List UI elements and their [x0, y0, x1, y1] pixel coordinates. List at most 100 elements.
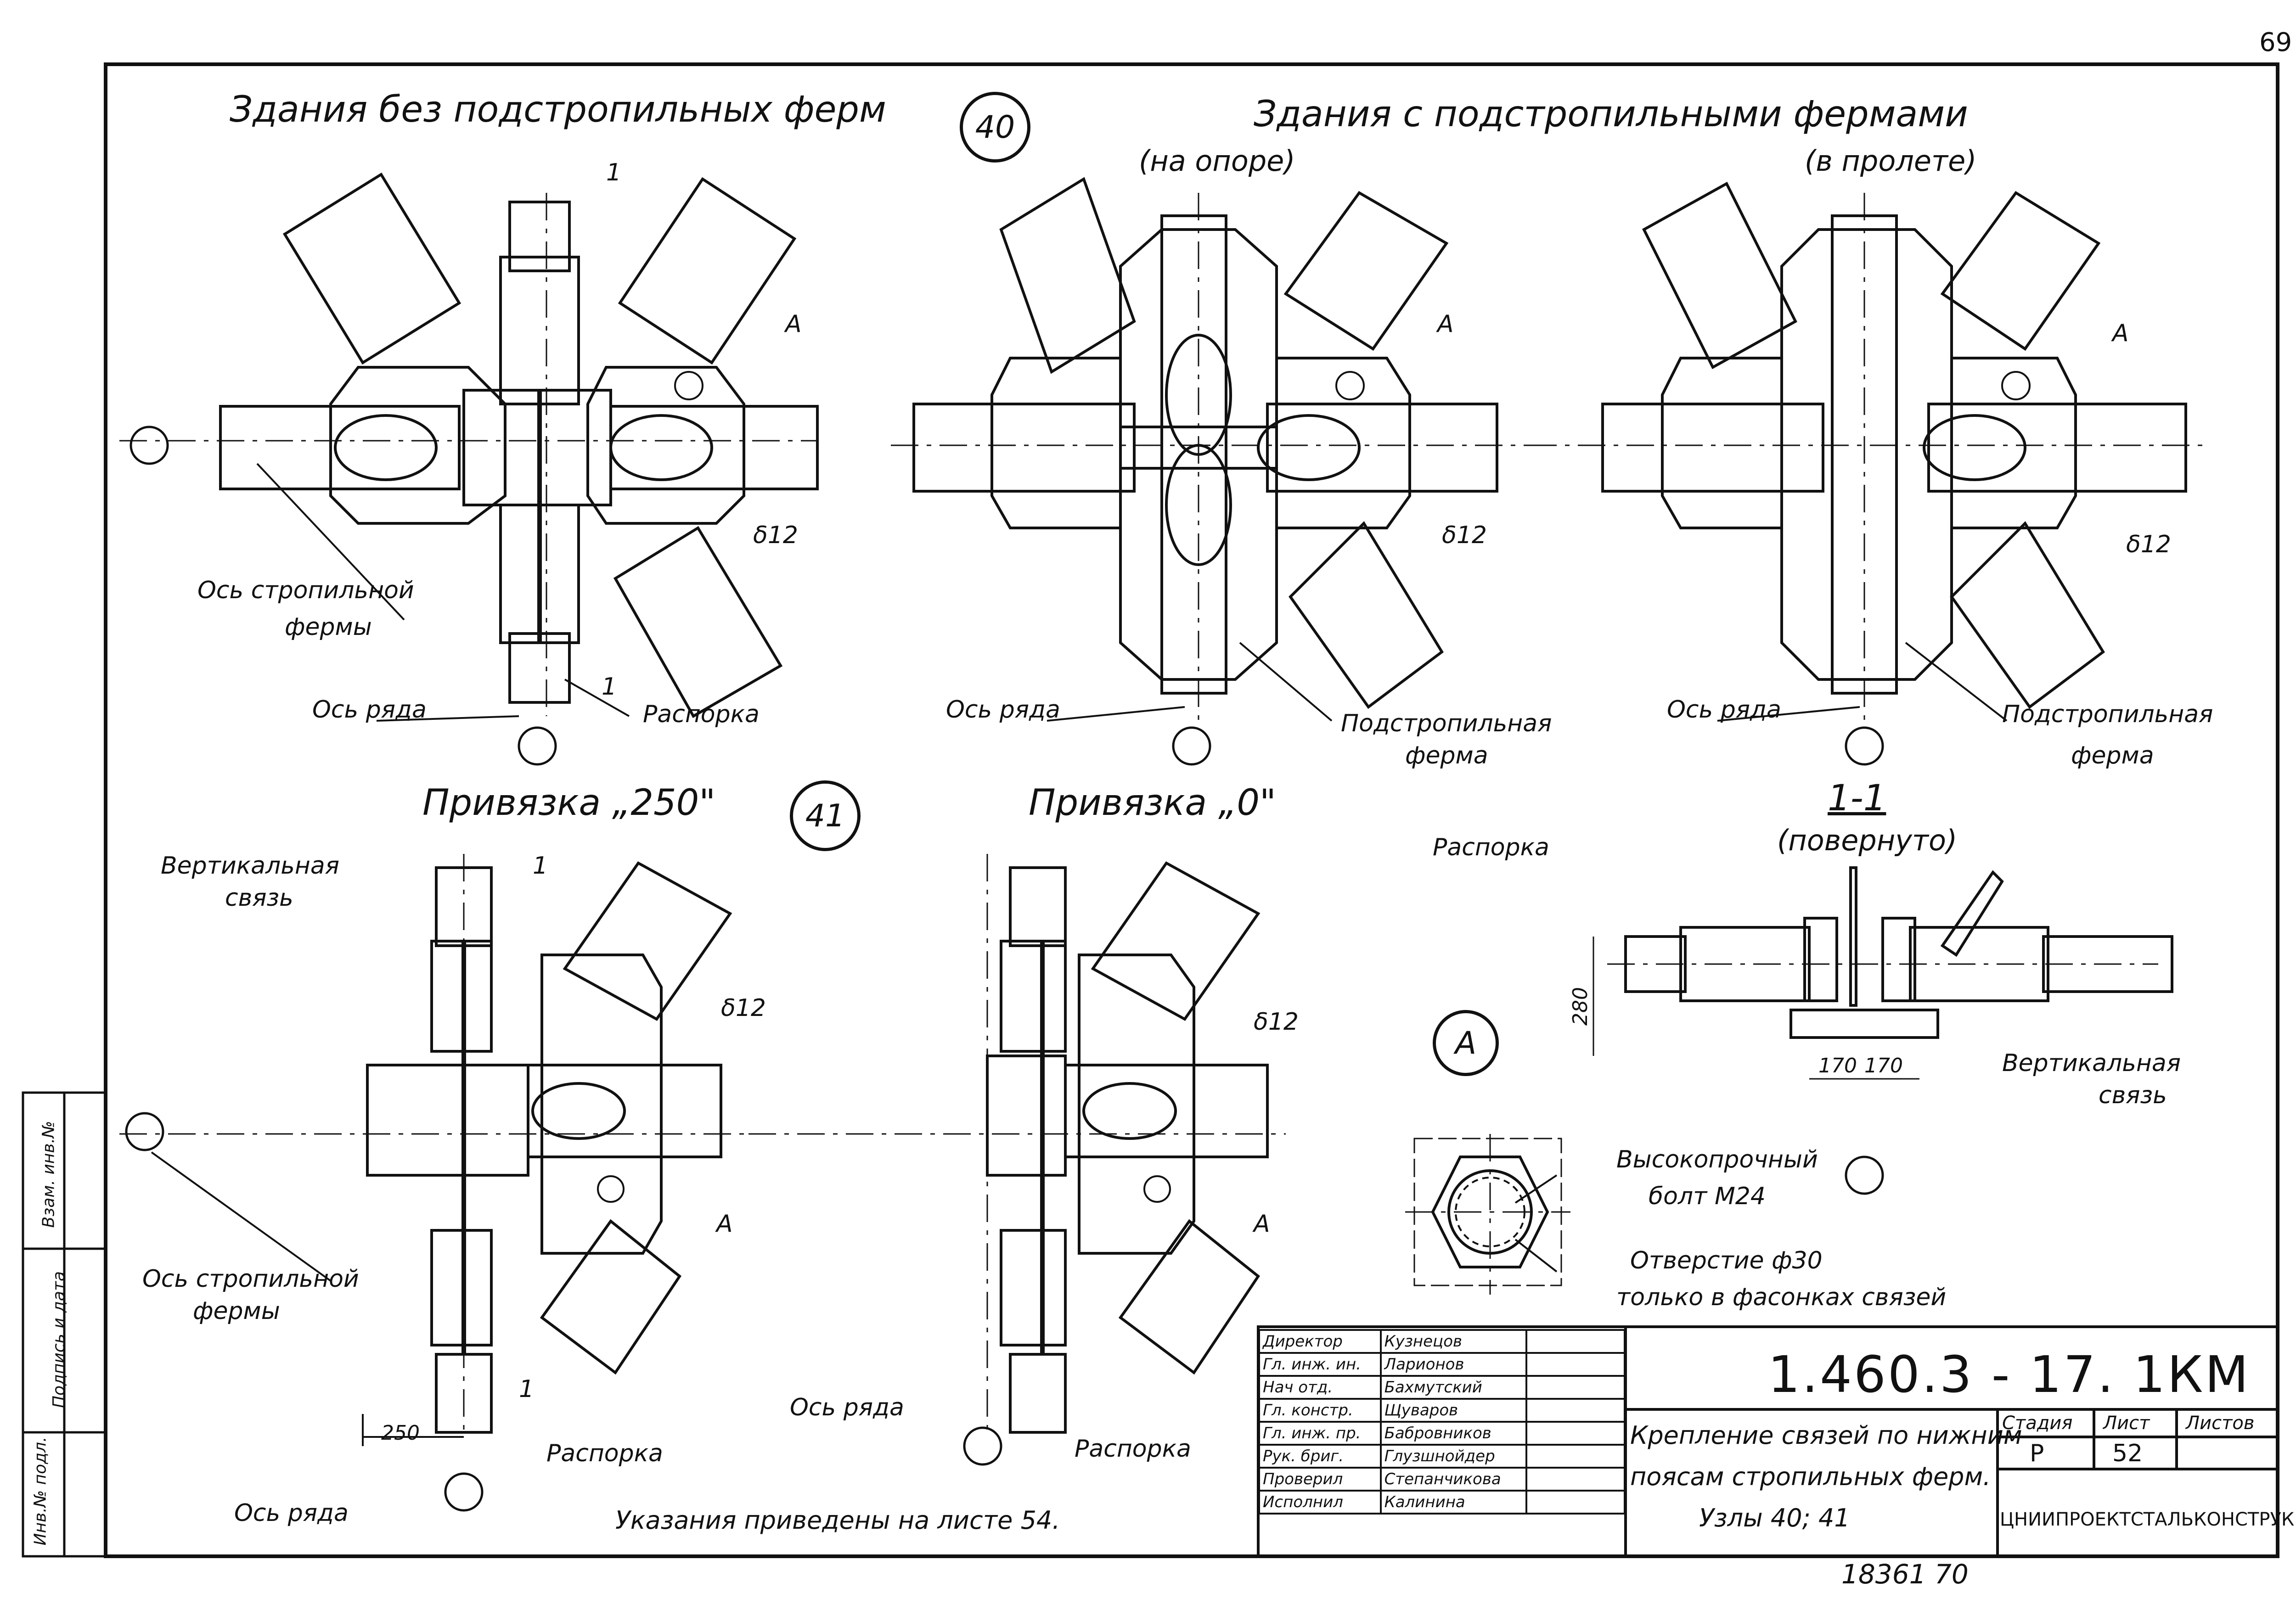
node40-axis-row-1: Ось ряда: [312, 696, 427, 724]
node40-label-A-2: А: [1437, 310, 1454, 338]
node41-vertical-line2: связь: [225, 884, 293, 912]
section11-subtitle: (повернуто): [1777, 824, 1958, 857]
side-stamp-replace: Взам. инв.№: [39, 1121, 58, 1228]
detailA-bolt-line1: Высокопрочный: [1616, 1146, 1818, 1173]
title-block-role: Исполнил: [1258, 1490, 1382, 1515]
section11-vertical-line1: Вертикальная: [2002, 1049, 2181, 1077]
node40-title-left: Здания без подстропильных ферм: [230, 89, 886, 130]
node41-thickness-1: δ12: [721, 994, 766, 1022]
node40-drawing-no-subtruss: [119, 172, 819, 766]
detail-A-bolt: [1405, 1134, 1884, 1295]
node40-section-mark-top: 1: [606, 159, 622, 186]
node41-section-mark-top: 1: [533, 852, 548, 880]
node40-title-right: Здания с подстропильными фермами: [1254, 94, 1968, 135]
node41-drawing-0: [748, 854, 1286, 1466]
node40-thickness-1: δ12: [753, 522, 798, 549]
bottom-stamp: 18361 70: [1841, 1559, 1969, 1590]
title-block-signature: [1525, 1352, 1626, 1377]
title-block-signature: [1525, 1467, 1626, 1492]
document-title-line1: Крепление связей по нижним: [1630, 1421, 2022, 1450]
node40-label-A-1: А: [785, 310, 802, 338]
title-block-row: Нач отд.Бахмутский: [1258, 1375, 1626, 1400]
title-block-role: Гл. инж. пр.: [1258, 1421, 1382, 1446]
node41-vertical-line1: Вертикальная: [161, 852, 340, 880]
node41-thickness-2: δ12: [1254, 1008, 1299, 1036]
node41-title-0: Привязка „0": [1029, 782, 1276, 824]
node40-subtruss2-line2: ферма: [2071, 742, 2154, 769]
organization: ЦНИИПРОЕКТСТАЛЬКОНСТРУКЦИЯ: [2000, 1509, 2296, 1530]
sheet-label: Лист: [2103, 1413, 2150, 1434]
title-block-role: Рук. бриг.: [1258, 1444, 1382, 1469]
title-block-frame: [1257, 1325, 2279, 1558]
node41-section-mark-bottom: 1: [519, 1375, 535, 1403]
title-block-role: Директор: [1258, 1329, 1382, 1354]
title-block-signature: [1525, 1421, 1626, 1446]
node41-circle: 41: [790, 780, 861, 851]
title-block-row: Гл. инж. пр.Бабровников: [1258, 1421, 1626, 1446]
section11-title: 1-1: [1828, 778, 1886, 819]
node40-subtitle-support: (на опоре): [1139, 144, 1295, 178]
node40-thickness-2: δ12: [1442, 522, 1487, 549]
node41-strut-1: Распорка: [546, 1440, 663, 1467]
title-block-name: Ларионов: [1379, 1352, 1528, 1377]
title-block-role: Проверил: [1258, 1467, 1382, 1492]
node40-axis-row-2: Ось ряда: [946, 696, 1060, 724]
sheet-value: 52: [2112, 1440, 2143, 1467]
title-block-row: Гл. инж. ин.Ларионов: [1258, 1352, 1626, 1377]
side-stamp: [22, 1091, 107, 1558]
title-block-name: Бабровников: [1379, 1421, 1528, 1446]
node40-thickness-3: δ12: [2126, 531, 2171, 558]
page-number: 69: [2259, 28, 2292, 57]
title-block-signature: [1525, 1375, 1626, 1400]
section11-vertical-line2: связь: [2099, 1082, 2167, 1109]
title-block-row: Гл. констр.Щуваров: [1258, 1398, 1626, 1423]
sheet-frame: [104, 62, 2279, 1558]
node40-subtruss2-line1: Подстропильная: [2002, 701, 2213, 728]
sheets-label: Листов: [2186, 1413, 2255, 1434]
node41-axis-truss-line1: Ось стропильной: [142, 1265, 359, 1293]
node41-strut-2: Распорка: [1075, 1435, 1191, 1463]
section11-dim-170a: 170: [1818, 1054, 1857, 1077]
node41-title-250: Привязка „250": [422, 782, 716, 824]
node41-axis-truss-line2: фермы: [193, 1297, 280, 1325]
title-block-role: Нач отд.: [1258, 1375, 1382, 1400]
node40-axis-truss-line1: Ось стропильной: [197, 577, 414, 604]
title-block-name: Калинина: [1379, 1490, 1528, 1515]
section11-dim-280: 280: [1568, 987, 1592, 1026]
stage-label: Стадия: [2002, 1413, 2073, 1434]
document-code: 1.460.3 - 17. 1КМ: [1768, 1345, 2251, 1404]
detailA-circle: А: [1433, 1010, 1499, 1076]
title-block-signature: [1525, 1444, 1626, 1469]
title-block-signature: [1525, 1398, 1626, 1423]
title-block-role: Гл. констр.: [1258, 1398, 1382, 1423]
document-title-line3: Узлы 40; 41: [1699, 1503, 1850, 1532]
title-block-name: Бахмутский: [1379, 1375, 1528, 1400]
title-block-signature: [1525, 1329, 1626, 1354]
detailA-hole-line1: Отверстие ф30: [1630, 1247, 1823, 1274]
node40-circle: 40: [960, 92, 1030, 163]
side-stamp-inv: Инв.№ подл.: [31, 1436, 50, 1546]
section-1-1-drawing: [1593, 866, 2173, 1080]
title-block-name: Степанчикова: [1379, 1467, 1528, 1492]
node40-axis-truss-line2: фермы: [285, 613, 372, 641]
node41-label-A-1: А: [716, 1210, 733, 1238]
title-block-name: Щуваров: [1379, 1398, 1528, 1423]
leader-lines: [151, 463, 2008, 1282]
title-block-row: Рук. бриг.Глузшнойдер: [1258, 1444, 1626, 1469]
node40-subtruss-line1: Подстропильная: [1341, 710, 1552, 737]
node40-drawing-span: [1529, 181, 2204, 766]
node40-label-A-3: А: [2112, 320, 2129, 347]
detailA-hole-line2: только в фасонках связей: [1616, 1284, 1947, 1311]
detailA-bolt-line2: болт М24: [1649, 1183, 1766, 1210]
reference-note: Указания приведены на листе 54.: [615, 1506, 1060, 1535]
title-block-signature: [1525, 1490, 1626, 1515]
node40-subtitle-span: (в пролете): [1805, 144, 1977, 178]
node41-dim-250: 250: [381, 1421, 420, 1445]
title-block-role: Гл. инж. ин.: [1258, 1352, 1382, 1377]
node40-axis-row-3: Ось ряда: [1667, 696, 1781, 724]
